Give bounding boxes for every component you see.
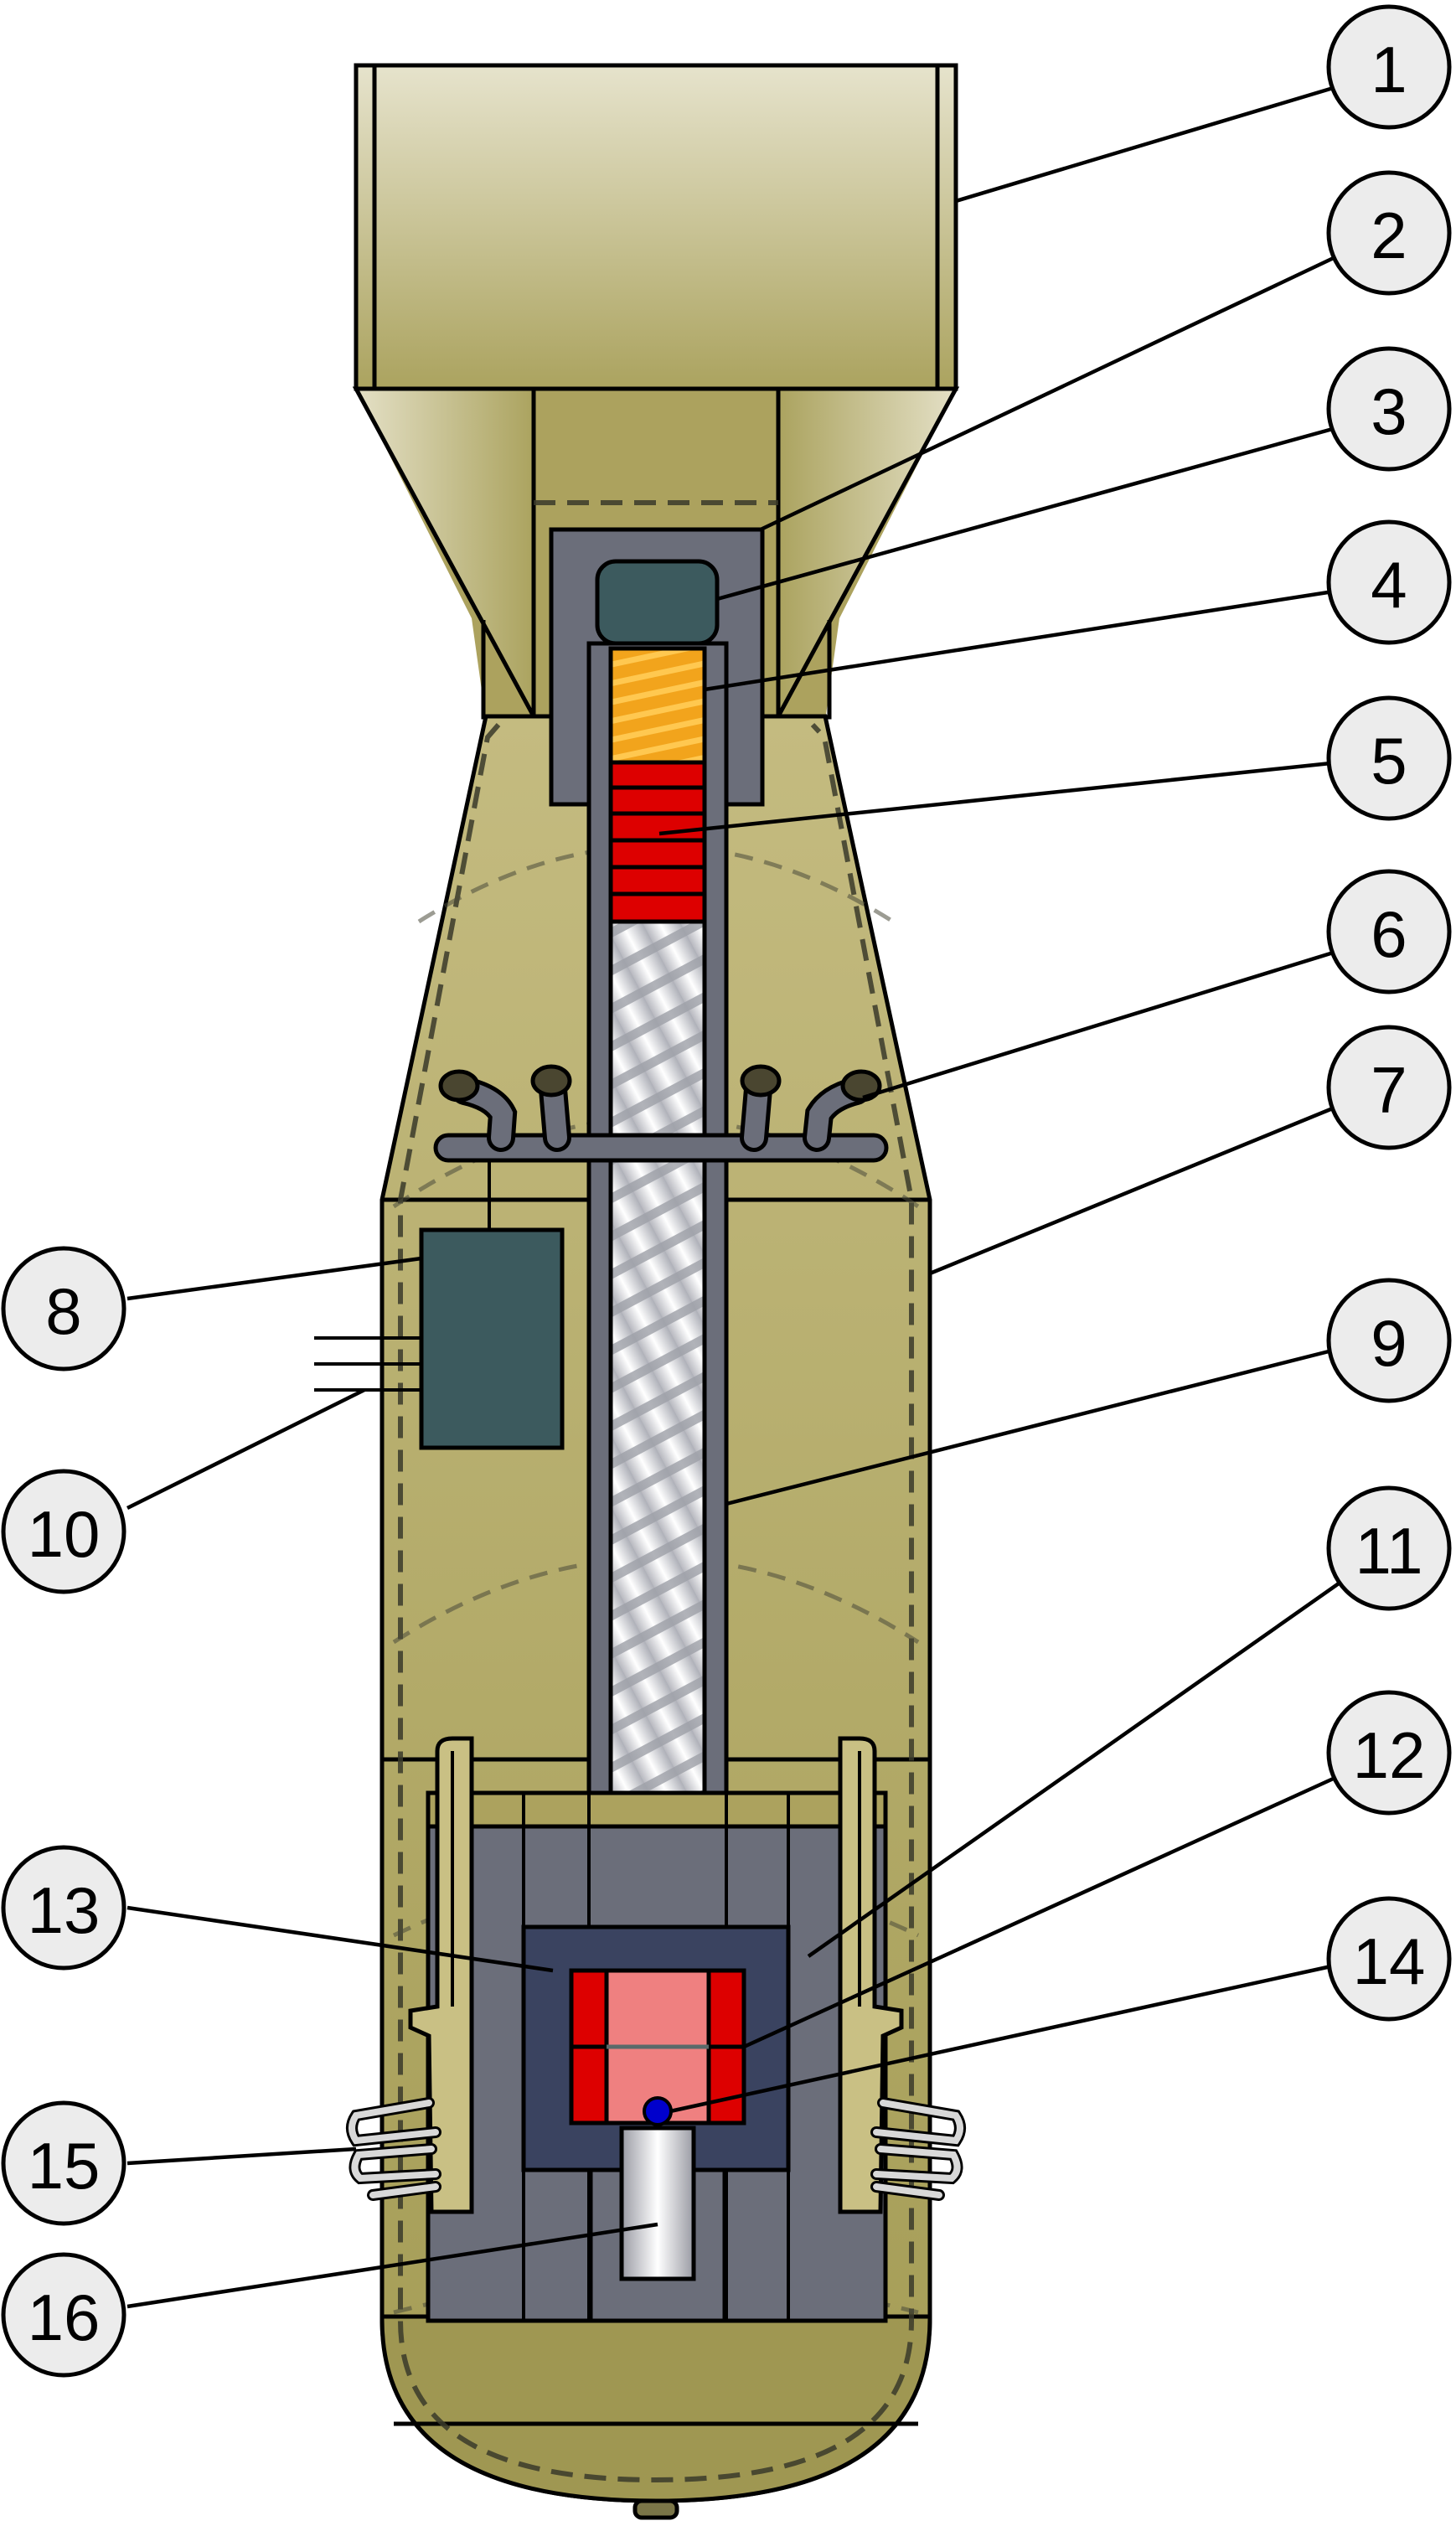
callout-13-label: 13 <box>28 1873 101 1947</box>
leader-lines <box>126 84 1340 2309</box>
callout-10: 10 <box>1 1469 126 1594</box>
callout-14: 14 <box>1326 1896 1452 2022</box>
tail-box <box>354 63 958 391</box>
callout-6: 6 <box>1326 869 1452 994</box>
cordite-charge <box>608 646 707 765</box>
leader-9 <box>725 1346 1340 1506</box>
leader-13 <box>126 1905 554 1973</box>
leader-6 <box>862 948 1340 1100</box>
tail-bracket-right <box>838 1736 904 2214</box>
callout-4: 4 <box>1326 519 1452 645</box>
callout-4-label: 4 <box>1371 548 1407 622</box>
callout-15-label: 15 <box>28 2129 101 2203</box>
leader-5 <box>658 760 1340 836</box>
leader-15 <box>126 2146 357 2166</box>
suspension-lug-springs-right <box>870 2097 966 2201</box>
callout-6-label: 6 <box>1371 897 1407 971</box>
callout-16: 16 <box>1 2252 126 2378</box>
callout-11: 11 <box>1326 1485 1452 1611</box>
callout-12-label: 12 <box>1353 1718 1426 1792</box>
leader-8 <box>126 1256 422 1301</box>
leader-2 <box>760 253 1340 532</box>
callout-7: 7 <box>1326 1025 1452 1150</box>
leader-16 <box>126 2222 658 2309</box>
callout-5: 5 <box>1326 695 1452 821</box>
callout-7-label: 7 <box>1371 1053 1407 1127</box>
callout-12: 12 <box>1326 1690 1452 1816</box>
callout-8: 8 <box>1 1246 126 1371</box>
callout-5-label: 5 <box>1371 724 1407 798</box>
callout-9-label: 9 <box>1371 1306 1407 1380</box>
radar-fuze-antennas <box>433 1064 889 1230</box>
leader-1 <box>955 84 1340 204</box>
callout-9: 9 <box>1326 1278 1452 1403</box>
callout-13: 13 <box>1 1845 126 1971</box>
leader-4 <box>704 588 1340 692</box>
callout-3: 3 <box>1326 346 1452 472</box>
callout-15: 15 <box>1 2100 126 2226</box>
leader-10 <box>126 1387 366 1511</box>
fuzing-electronics-box <box>314 1227 565 1450</box>
suspension-lug-springs-left <box>346 2097 441 2201</box>
leader-3 <box>716 425 1340 602</box>
target-case-cylinder <box>619 2126 696 2281</box>
leader-7 <box>929 1103 1340 1276</box>
callout-3-label: 3 <box>1371 375 1407 448</box>
leader-12 <box>743 1774 1340 2049</box>
leader-11 <box>807 1582 1340 1958</box>
callout-2-label: 2 <box>1371 199 1407 272</box>
polonium-initiator <box>643 2096 673 2126</box>
tail-bracket-left <box>408 1736 474 2214</box>
callout-11-label: 11 <box>1355 1514 1423 1588</box>
callout-14-label: 14 <box>1353 1924 1426 1998</box>
callout-1: 1 <box>1326 4 1452 130</box>
callout-10-label: 10 <box>28 1497 101 1571</box>
callout-1-label: 1 <box>1371 33 1407 106</box>
uranium-projectile-rings <box>608 760 707 924</box>
callout-8-label: 8 <box>45 1274 81 1348</box>
breech-plug <box>595 559 720 646</box>
leader-14 <box>669 1962 1340 2114</box>
callout-2: 2 <box>1326 170 1452 296</box>
callout-16-label: 16 <box>28 2281 101 2354</box>
